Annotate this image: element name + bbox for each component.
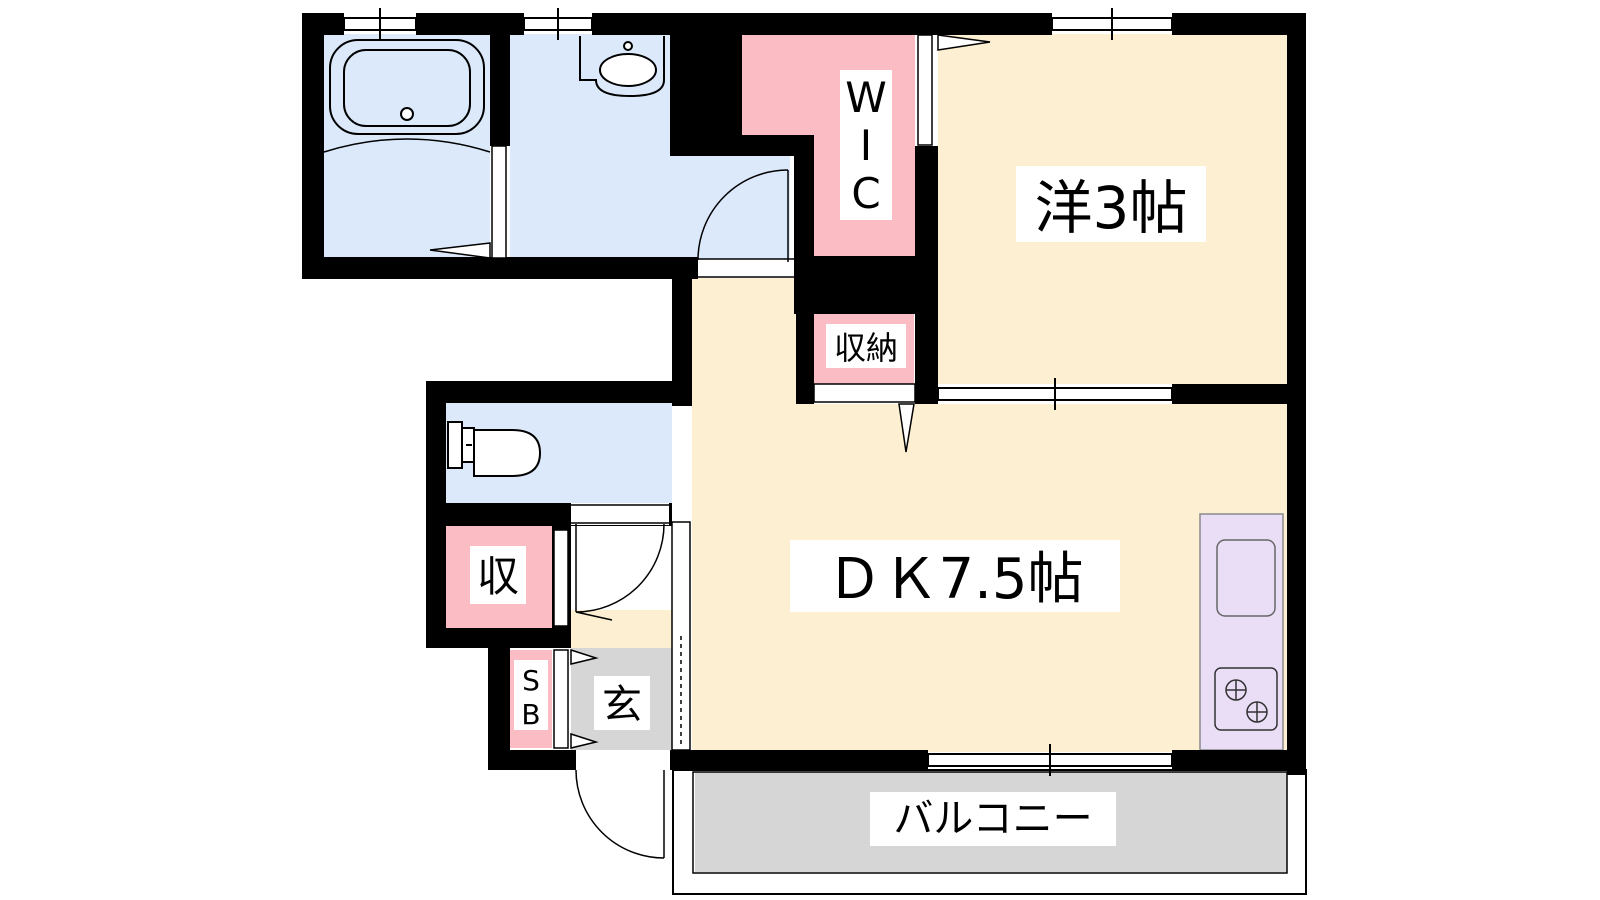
western-room-label: 洋3帖 (1035, 174, 1188, 242)
balcony-outline (672, 769, 1307, 895)
walls (302, 13, 1306, 775)
doors (429, 34, 991, 859)
room-labels: W I C 洋3帖 収納 ＤＫ7.5帖 収 S B 玄 バルコニー (470, 70, 1206, 846)
wic-label-i: I (860, 121, 872, 170)
dining-kitchen-floor (692, 278, 1287, 752)
storage-small-label: 収 (477, 552, 519, 601)
bathtub-icon (323, 39, 491, 153)
windows (343, 8, 1173, 776)
dining-kitchen-label: ＤＫ7.5帖 (826, 547, 1083, 612)
wic-label-c: C (851, 169, 880, 218)
fixtures (323, 36, 1278, 731)
storage-closet-label: 収納 (834, 329, 898, 367)
kitchen-sink-icon (1216, 539, 1276, 617)
stove-icon (1214, 667, 1278, 731)
shoe-box-label-s: S (522, 664, 540, 697)
sink-icon (579, 36, 665, 98)
shoe-box-label-b: B (521, 698, 540, 731)
balcony-label: バルコニー (893, 796, 1092, 842)
entrance-label: 玄 (602, 682, 642, 728)
hall-floor (571, 610, 672, 648)
toilet-icon (447, 421, 542, 477)
wic-label-w: W (845, 73, 887, 122)
